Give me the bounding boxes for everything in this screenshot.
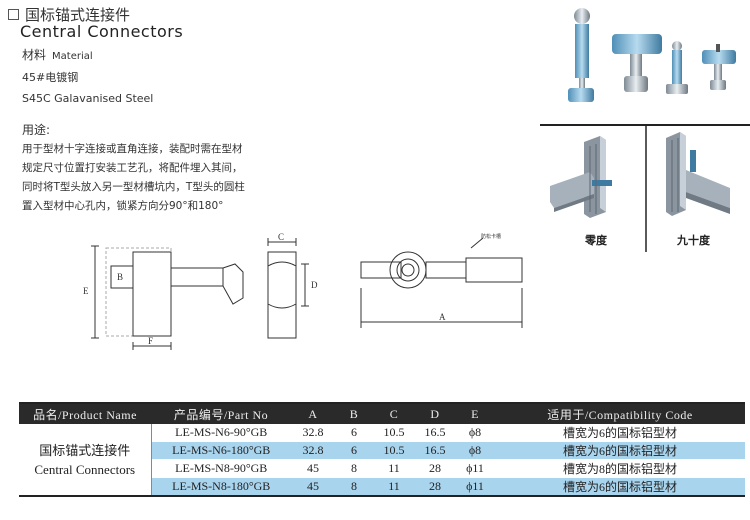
cell-e: ϕ11	[455, 477, 495, 497]
material-value-cn: 45#电镀钢	[22, 71, 79, 84]
material-label-cn: 材料	[22, 48, 47, 62]
page-title-en: Central Connectors	[20, 22, 184, 41]
technical-drawing: E B F C D A 防松卡槽	[83, 232, 523, 350]
title-cn-text: 国标锚式连接件	[25, 6, 131, 24]
product-name-cn: 国标锚式连接件	[39, 442, 131, 458]
cell-a: 45	[291, 477, 335, 497]
connector-photo	[568, 8, 736, 102]
usage-line: 用于型材十字连接或直角连接，装配时需在型材	[22, 143, 243, 155]
table-header-row: 品名/Product Name 产品编号/Part No A B C D E 适…	[19, 403, 745, 424]
cell-compat: 槽宽为6的国标铝型材	[495, 477, 745, 497]
table-row: LE-MS-N8-180°GB 45 8 11 28 ϕ11 槽宽为6的国标铝型…	[19, 477, 745, 497]
cell-e: ϕ8	[455, 441, 495, 460]
cell-a: 32.8	[291, 424, 335, 442]
dim-c-label: C	[278, 232, 284, 242]
cell-b: 6	[335, 441, 373, 460]
product-name-cell: 国标锚式连接件 Central Connectors	[19, 424, 152, 497]
cell-c: 11	[373, 459, 415, 478]
cell-d: 16.5	[415, 441, 455, 460]
col-b: B	[335, 403, 373, 424]
cell-part: LE-MS-N6-90°GB	[151, 424, 291, 442]
spec-table: 品名/Product Name 产品编号/Part No A B C D E 适…	[19, 402, 745, 497]
assembly-photos	[540, 124, 750, 252]
cell-a: 32.8	[291, 441, 335, 460]
dim-f-label: F	[148, 336, 153, 346]
dim-d-label: D	[311, 280, 318, 290]
col-d: D	[415, 403, 455, 424]
material-value-en: S45C Galavanised Steel	[22, 92, 154, 105]
col-a: A	[291, 403, 335, 424]
col-product-name: 品名/Product Name	[19, 403, 151, 424]
cell-b: 8	[335, 477, 373, 497]
dim-a-label: A	[439, 312, 446, 322]
cell-compat: 槽宽为6的国标铝型材	[495, 441, 745, 460]
dim-e-label: E	[83, 286, 89, 296]
cell-c: 10.5	[373, 441, 415, 460]
cell-d: 28	[415, 459, 455, 478]
usage-line: 置入型材中心孔内，锁紧方向分90°和180°	[22, 200, 224, 212]
cell-a: 45	[291, 459, 335, 478]
cell-b: 6	[335, 424, 373, 442]
cell-part: LE-MS-N6-180°GB	[151, 441, 291, 460]
dim-b-label: B	[117, 272, 123, 282]
ninety-degree-label: 九十度	[677, 234, 710, 247]
cell-e: ϕ11	[455, 459, 495, 478]
cell-d: 16.5	[415, 424, 455, 442]
table-row: 国标锚式连接件 Central Connectors LE-MS-N6-90°G…	[19, 424, 745, 497]
usage-line: 同时将T型头放入另一型材槽坑内，T型头的圆柱	[22, 181, 245, 193]
cell-c: 11	[373, 477, 415, 497]
usage-line: 规定尺寸位置打安装工艺孔，将配件埋入其间，	[22, 162, 243, 174]
zero-degree-label: 零度	[585, 234, 607, 247]
col-e: E	[455, 403, 495, 424]
cell-compat: 槽宽为8的国标铝型材	[495, 459, 745, 478]
material-label: 材料 Material	[22, 46, 93, 63]
cell-e: ϕ8	[455, 424, 495, 442]
checkbox-icon	[8, 9, 19, 20]
usage-paragraph: 用于型材十字连接或直角连接，装配时需在型材 规定尺寸位置打安装工艺孔，将配件埋入…	[22, 140, 352, 216]
cell-compat: 槽宽为6的国标铝型材	[495, 424, 745, 442]
material-label-en: Material	[52, 51, 93, 62]
col-compatibility: 适用于/Compatibility Code	[495, 403, 745, 424]
cell-c: 10.5	[373, 424, 415, 442]
page-title-cn: 国标锚式连接件	[8, 4, 130, 25]
cell-part: LE-MS-N8-180°GB	[151, 477, 291, 497]
callout-label: 防松卡槽	[481, 233, 501, 240]
zero-degree-assembly	[550, 136, 612, 218]
col-c: C	[373, 403, 415, 424]
ninety-degree-assembly	[666, 132, 730, 216]
col-part-no: 产品编号/Part No	[151, 403, 291, 424]
cell-d: 28	[415, 477, 455, 497]
table-row: LE-MS-N8-90°GB 45 8 11 28 ϕ11 槽宽为8的国标铝型材	[19, 459, 745, 478]
cell-part: LE-MS-N8-90°GB	[151, 459, 291, 478]
usage-heading: 用途:	[22, 123, 51, 137]
product-name-en: Central Connectors	[34, 461, 136, 477]
cell-b: 8	[335, 459, 373, 478]
table-row: LE-MS-N6-180°GB 32.8 6 10.5 16.5 ϕ8 槽宽为6…	[19, 441, 745, 460]
